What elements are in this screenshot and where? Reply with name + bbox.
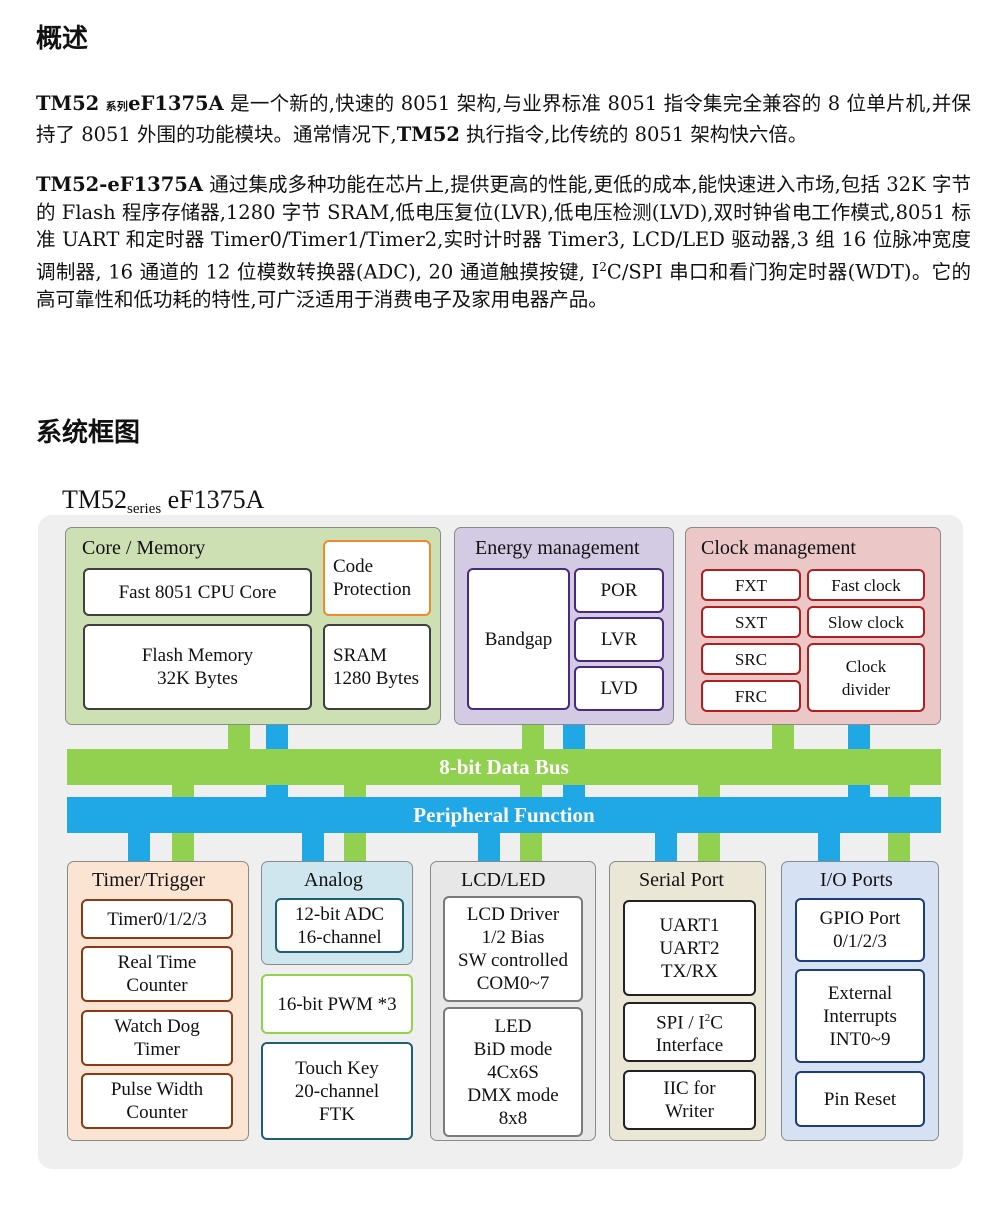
touch-key-block: Touch Key 20-channel FTK xyxy=(261,1042,413,1140)
slow-clock-block: Slow clock xyxy=(807,606,925,638)
connector-clock-data xyxy=(772,724,794,750)
brand-name: TM52 xyxy=(36,92,100,115)
connector-serial-periph xyxy=(655,832,677,862)
spi-i2c-block: SPI / I2C Interface xyxy=(623,1002,756,1062)
lvr-block: LVR xyxy=(574,617,664,662)
connector-io-periph xyxy=(818,832,840,862)
frc-block: FRC xyxy=(701,680,801,712)
energy-management-title: Energy management xyxy=(475,537,640,559)
diagram-title: TM52series eF1375A xyxy=(62,485,264,518)
p1-text-a: 是一个新的,快速的 8051 架构,与业界标准 8051 指令集完全兼容的 8 … xyxy=(36,92,972,146)
timer-trigger-title: Timer/Trigger xyxy=(92,869,205,891)
por-block: POR xyxy=(574,568,664,613)
clock-divider-block: Clock divider xyxy=(807,643,925,712)
p2-sup: 2 xyxy=(599,259,607,274)
src-block: SRC xyxy=(701,643,801,675)
block-diagram-heading: 系统框图 xyxy=(36,418,141,448)
io-ports-title: I/O Ports xyxy=(820,869,893,891)
serial-port-title: Serial Port xyxy=(639,869,724,891)
brand-name-2: TM52 xyxy=(396,122,460,146)
model-name: eF1375A xyxy=(128,92,224,115)
lvd-block: LVD xyxy=(574,666,664,711)
code-protection-block: Code Protection xyxy=(323,540,431,616)
connector-analog-periph xyxy=(302,832,324,862)
core-memory-title: Core / Memory xyxy=(82,537,206,559)
flash-memory-block: Flash Memory 32K Bytes xyxy=(83,624,312,710)
real-time-counter-block: Real Time Counter xyxy=(81,946,233,1002)
pin-reset-block: Pin Reset xyxy=(795,1071,925,1127)
p2-text-a: 通过集成多种功能在芯片上,提供更高的性能,更低的成本,能快速进入市场,包括 32… xyxy=(36,173,971,283)
fxt-block: FXT xyxy=(701,569,801,601)
iic-writer-block: IIC for Writer xyxy=(623,1070,756,1130)
uart-block: UART1 UART2 TX/RX xyxy=(623,900,756,996)
peripheral-bus: Peripheral Function xyxy=(67,797,941,833)
lcd-led-title: LCD/LED xyxy=(461,869,546,891)
lcd-driver-block: LCD Driver 1/2 Bias SW controlled COM0~7 xyxy=(443,896,583,1002)
adc-block: 12-bit ADC 16-channel xyxy=(275,898,404,953)
watch-dog-timer-block: Watch Dog Timer xyxy=(81,1010,233,1066)
model-full-name: TM52-eF1375A xyxy=(36,173,203,196)
diagram-title-model: eF1375A xyxy=(161,485,265,514)
p2-text-b: C/SPI 串口和看门狗定时器(WDT)。它的高可靠性和低功耗的特性,可广泛适用… xyxy=(36,260,971,311)
connector-lcd-periph xyxy=(478,832,500,862)
gpio-block: GPIO Port 0/1/2/3 xyxy=(795,898,925,962)
connector-energy-data xyxy=(522,724,544,750)
data-bus: 8-bit Data Bus xyxy=(67,749,941,785)
led-block: LED BiD mode 4Cx6S DMX mode 8x8 xyxy=(443,1007,583,1137)
clock-management-title: Clock management xyxy=(701,537,856,559)
diagram-title-main: TM52 xyxy=(62,485,127,514)
diagram-title-sub: series xyxy=(127,501,162,517)
p1-text-b: 执行指令,比传统的 8051 架构快六倍。 xyxy=(459,122,808,146)
overview-heading: 概述 xyxy=(36,24,89,54)
pulse-width-counter-block: Pulse Width Counter xyxy=(81,1073,233,1129)
connector-core-data xyxy=(228,724,250,750)
sxt-block: SXT xyxy=(701,606,801,638)
bandgap-block: Bandgap xyxy=(467,568,570,710)
timer0123-block: Timer0/1/2/3 xyxy=(81,899,233,939)
cpu-core-block: Fast 8051 CPU Core xyxy=(83,568,312,616)
connector-timer-periph xyxy=(128,832,150,862)
external-interrupts-block: External Interrupts INT0~9 xyxy=(795,969,925,1063)
sram-block: SRAM 1280 Bytes xyxy=(323,624,431,710)
fast-clock-block: Fast clock xyxy=(807,569,925,601)
pwm-block: 16-bit PWM *3 xyxy=(261,974,413,1034)
analog-title: Analog xyxy=(304,869,363,891)
overview-paragraph-1: TM52 系列eF1375A 是一个新的,快速的 8051 架构,与业界标准 8… xyxy=(36,90,971,148)
series-label: 系列 xyxy=(105,100,129,113)
overview-paragraph-2: TM52-eF1375A 通过集成多种功能在芯片上,提供更高的性能,更低的成本,… xyxy=(36,171,971,313)
